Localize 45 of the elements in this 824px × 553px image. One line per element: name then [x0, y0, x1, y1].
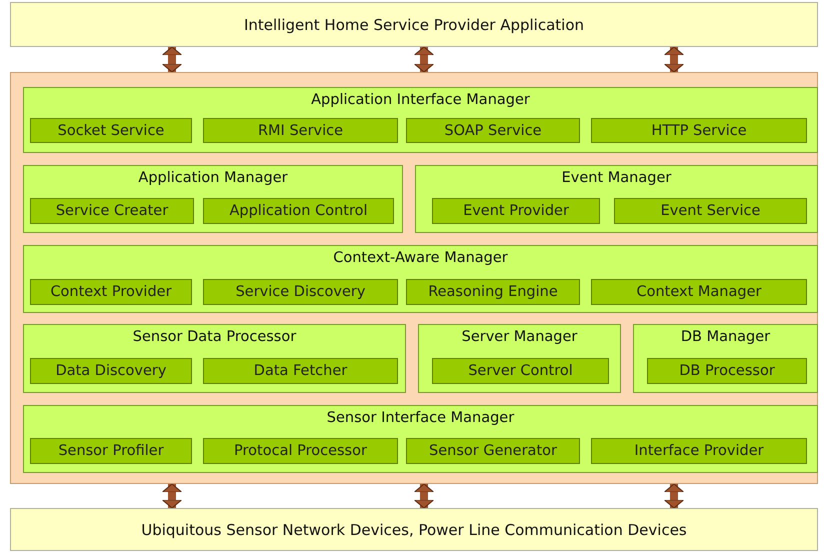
manager-title: Server Manager [462, 329, 578, 345]
component-block: Context Provider [30, 279, 192, 305]
manager-title: Sensor Interface Manager [326, 410, 514, 426]
manager-title: Context-Aware Manager [333, 250, 508, 266]
device-band: Ubiquitous Sensor Network Devices, Power Line Communication Devices [10, 508, 818, 551]
component-block: Sensor Generator [406, 438, 580, 464]
component-block: Service Discovery [203, 279, 398, 305]
double-arrow [164, 46, 180, 72]
component-block: SOAP Service [406, 118, 580, 143]
component-block: Socket Service [30, 118, 192, 143]
double-arrow [666, 484, 682, 508]
manager-panel [23, 405, 818, 473]
component-block: Reasoning Engine [406, 279, 580, 305]
application-band: Intelligent Home Service Provider Application [10, 2, 818, 47]
double-arrow [416, 46, 432, 72]
component-block: Event Service [614, 198, 807, 224]
component-block: Protocal Processor [203, 438, 398, 464]
component-block: Server Control [432, 358, 609, 384]
component-block: Event Provider [432, 198, 600, 224]
component-block: DB Processor [647, 358, 807, 384]
component-block: Context Manager [591, 279, 807, 305]
manager-panel [418, 324, 621, 393]
manager-panel [23, 324, 406, 393]
double-arrow [416, 484, 432, 508]
manager-panel [415, 165, 818, 233]
manager-panel [23, 245, 818, 313]
component-block: Data Fetcher [203, 358, 398, 384]
component-block: Sensor Profiler [30, 438, 192, 464]
manager-title: DB Manager [680, 329, 770, 345]
double-arrow [164, 484, 180, 508]
manager-title: Sensor Data Processor [132, 329, 296, 345]
component-block: Application Control [203, 198, 394, 224]
manager-panel [23, 87, 818, 153]
manager-title: Application Interface Manager [311, 92, 530, 108]
double-arrow [666, 46, 682, 72]
manager-title: Event Manager [562, 170, 672, 186]
component-block: HTTP Service [591, 118, 807, 143]
manager-panel [633, 324, 818, 393]
component-block: Service Creater [30, 198, 194, 224]
manager-panel [23, 165, 403, 233]
framework-panel [10, 72, 818, 484]
component-block: RMI Service [203, 118, 398, 143]
component-block: Data Discovery [30, 358, 192, 384]
manager-title: Application Manager [138, 170, 288, 186]
component-block: Interface Provider [591, 438, 807, 464]
